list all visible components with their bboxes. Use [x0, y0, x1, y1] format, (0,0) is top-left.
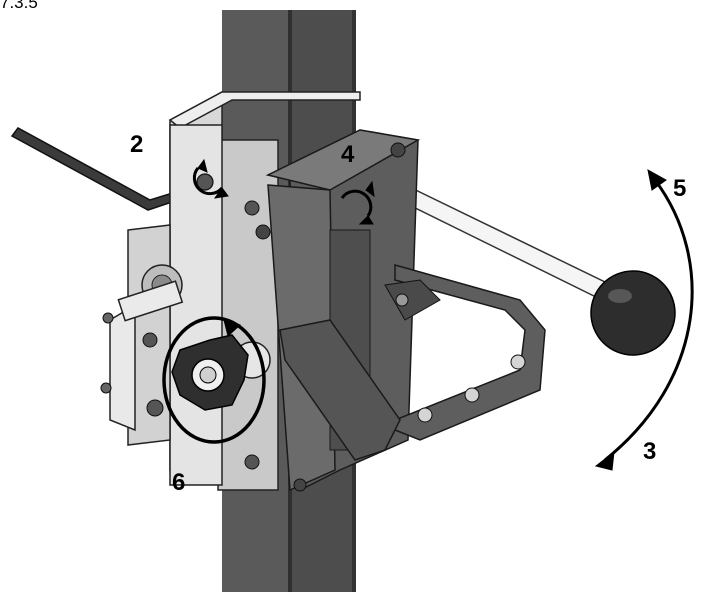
step-label-3: 3 [643, 438, 657, 465]
allen-key [10, 127, 179, 211]
handle-frame [279, 264, 546, 461]
mounting-plate [100, 90, 361, 491]
ball-handle [590, 270, 676, 356]
rotation-ellipse-6 [162, 316, 266, 444]
rotation-arrow-2 [192, 167, 224, 196]
step-label-2: 2 [130, 131, 144, 158]
rotation-arrow-4 [340, 189, 373, 217]
step-label-6: 6 [172, 469, 186, 496]
arrows [162, 158, 694, 471]
swing-arrow-5-3 [604, 179, 694, 462]
figure-number: 7.3.5 [0, 0, 38, 12]
step-label-5: 5 [673, 175, 687, 202]
step-label-4: 4 [341, 141, 355, 168]
star-knob [171, 334, 271, 411]
